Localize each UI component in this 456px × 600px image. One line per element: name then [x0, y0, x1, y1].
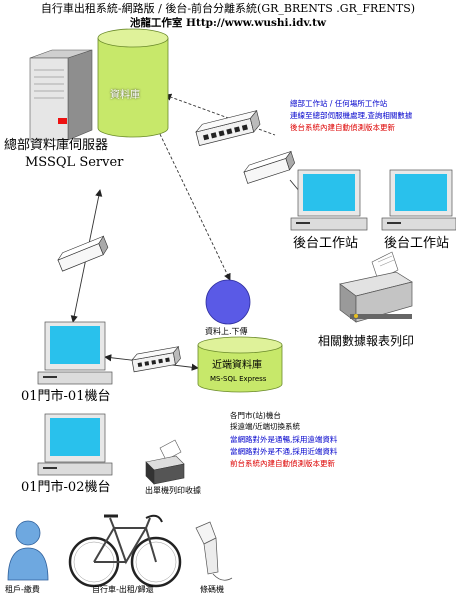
store-note-1: 各門市(站)機台 — [230, 411, 281, 420]
report-printer-label: 相關數據報表列印 — [318, 334, 415, 348]
bicycle-label: 自行車-出租/歸還 — [92, 585, 154, 594]
hq-note-2: 連線至總部伺服機處理,查詢相關數據 — [290, 111, 413, 120]
barcode-scanner-label: 條碼機 — [200, 585, 224, 594]
server-label: 總部資料庫伺服器 — [4, 138, 109, 153]
sync-label: 資料上.下傳 — [205, 327, 248, 336]
server-label-engine: MSSQL Server — [25, 155, 124, 170]
hq-note-3: 後台系統內建自動偵測版本更新 — [290, 123, 395, 132]
local-database-label: 近端資料庫 — [212, 360, 262, 371]
store-computer-label-1: 01門市-01機台 — [21, 389, 111, 404]
diagram-title: 自行車出租系統-網路版 / 後台-前台分離系統(GR_BRENTS .GR_FR… — [40, 2, 416, 15]
store-note-5: 前台系統內建自動偵測版本更新 — [230, 459, 335, 468]
store-computer-label-2: 01門市-02機台 — [21, 480, 111, 495]
database-label: 資料庫 — [110, 90, 140, 101]
backend-workstation-label-1: 後台工作站 — [293, 236, 359, 251]
store-note-4: 當網路對外是不通,採用近端資料 — [230, 447, 338, 456]
customer-label: 租戶-繳費 — [5, 585, 40, 594]
hq-note-1: 總部工作站 / 任何場所工作站 — [290, 99, 388, 108]
local-database-engine-label: MS-SQL Express — [210, 375, 267, 383]
backend-workstation-label-2: 後台工作站 — [384, 236, 450, 251]
diagram-subtitle: 池龍工作室 Http://www.wushi.idv.tw — [129, 17, 327, 29]
store-note-2: 採遠端/近端切換系統 — [230, 422, 301, 431]
receipt-printer-label: 出單機列印收據 — [145, 486, 201, 495]
store-note-3: 當網路對外是通暢,採用遠端資料 — [230, 435, 338, 444]
